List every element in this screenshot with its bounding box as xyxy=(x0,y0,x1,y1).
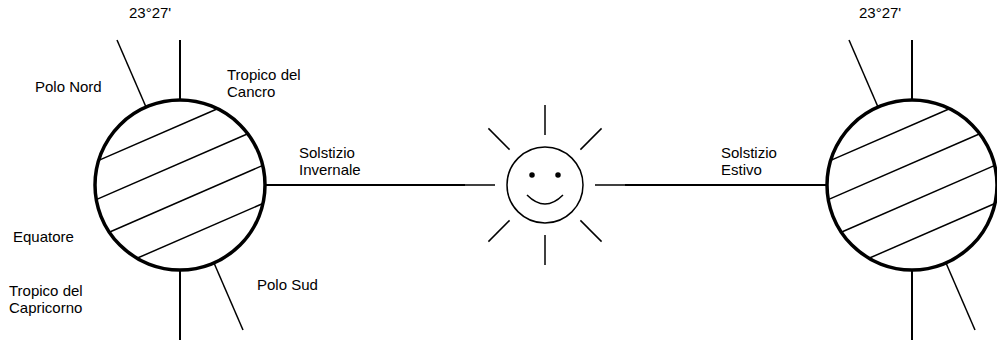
angle-label: 23°27' xyxy=(128,4,172,21)
pole-label: Polo Nord xyxy=(34,78,103,95)
tropic-label: Tropico del Capricorno xyxy=(8,282,105,317)
pole-label: Polo Sud xyxy=(256,276,319,293)
tropic-label: Tropico del Cancro xyxy=(226,66,323,101)
solstice-label: Solstizio Estivo xyxy=(720,144,802,179)
angle-label: 23°27' xyxy=(858,4,902,21)
sun-ray-line xyxy=(625,184,827,186)
sun-ray-line xyxy=(265,184,465,186)
solstice-label: Solstizio Invernale xyxy=(298,144,385,179)
equator-label: Equatore xyxy=(12,228,75,245)
sun-symbol xyxy=(465,105,625,265)
earth-summer xyxy=(827,40,997,340)
